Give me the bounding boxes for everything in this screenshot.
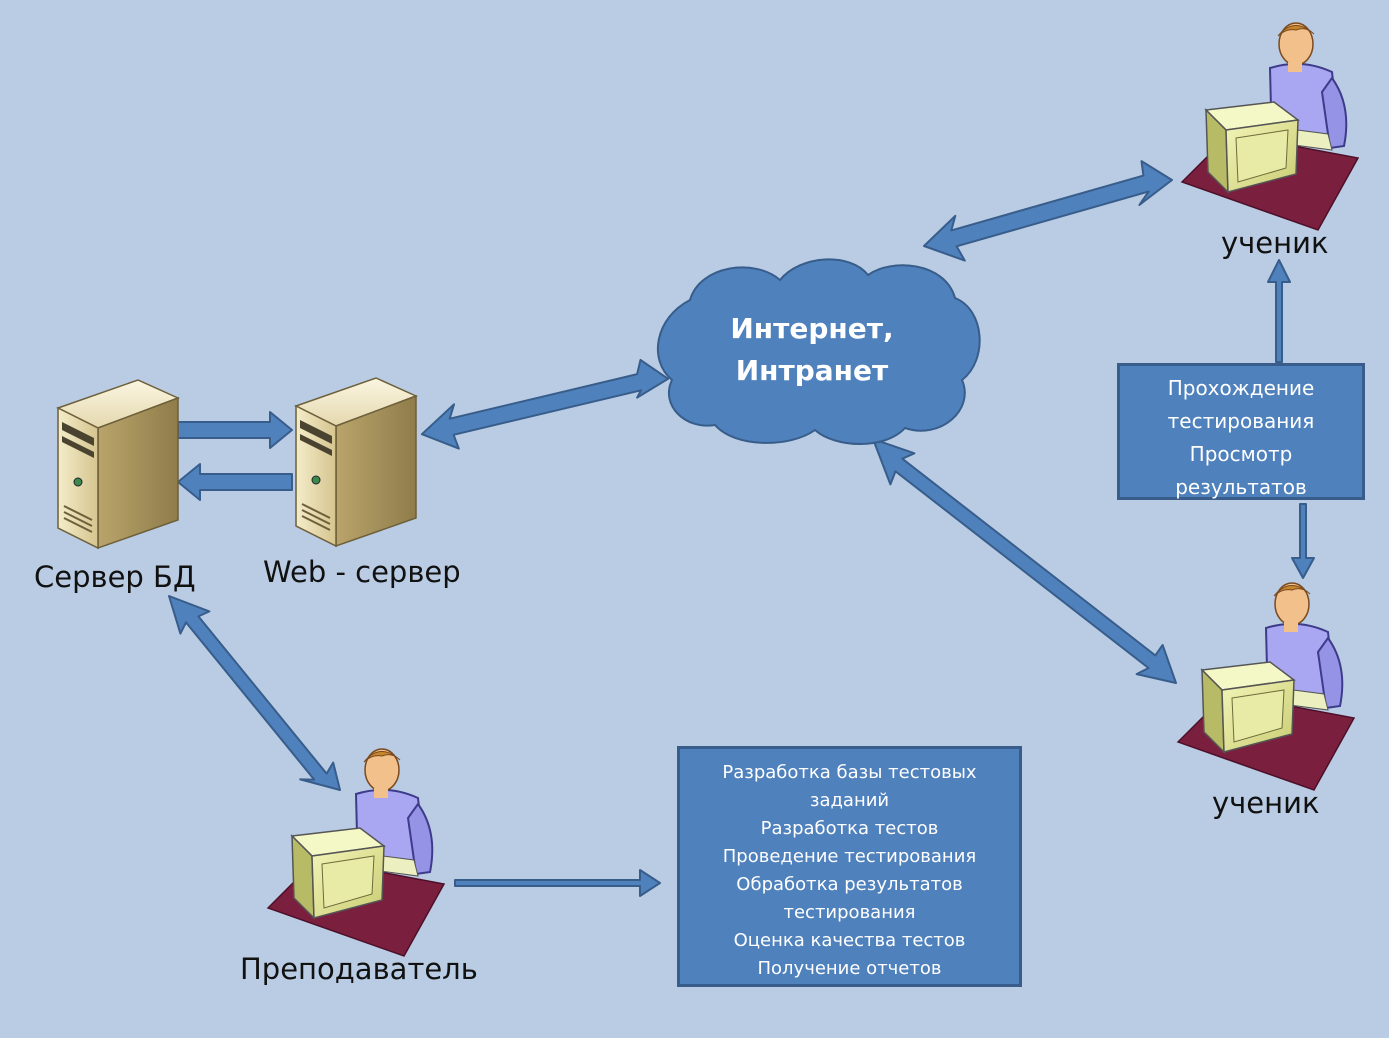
arrow-db-teacher <box>168 595 341 791</box>
teacher-action-line: тестирования <box>783 902 916 923</box>
student-top-label: ученик <box>1221 226 1329 260</box>
arrow-box-to-student-bottom <box>1291 503 1315 579</box>
teacher-action-line: Проведение тестирования <box>722 846 977 867</box>
teacher-action-line: Оценка качества тестов <box>733 930 966 951</box>
arrow-db-to-web <box>177 411 293 449</box>
student-action-line: результатов <box>1175 475 1307 499</box>
teacher-action-line: заданий <box>809 790 890 811</box>
teacher-actions-box: Разработка базы тестовых заданий Разрабо… <box>677 746 1022 987</box>
teacher-action-line: Разработка тестов <box>760 818 939 839</box>
network-label-line: Интернет, <box>730 312 894 345</box>
cloud-icon <box>656 258 981 445</box>
db-server-icon <box>57 379 179 549</box>
arrow-cloud-student-bottom <box>872 438 1177 684</box>
student-action-line: Прохождение <box>1167 376 1315 400</box>
web-server-icon <box>295 377 417 547</box>
web-server-label: Web - сервер <box>263 555 461 589</box>
network-label: Интернет, Интранет <box>692 308 932 392</box>
student-bottom-label: ученик <box>1212 786 1320 820</box>
arrow-box-to-student-top <box>1267 259 1291 363</box>
student-actions-box: Прохождение тестирования Просмотр резуль… <box>1117 363 1365 500</box>
arrow-cloud-student-top <box>923 160 1173 262</box>
arrow-web-cloud <box>420 358 670 450</box>
student-bottom-icon <box>1177 582 1355 791</box>
db-server-label: Сервер БД <box>34 560 196 594</box>
student-top-icon <box>1181 22 1359 231</box>
teacher-icon <box>267 748 445 957</box>
teacher-action-line: Разработка базы тестовых <box>722 762 977 783</box>
student-action-line: тестирования <box>1167 409 1315 433</box>
teacher-label: Преподаватель <box>240 952 478 986</box>
teacher-action-line: Получение отчетов <box>757 958 942 979</box>
student-action-line: Просмотр <box>1189 442 1293 466</box>
network-label-line: Интранет <box>735 354 889 387</box>
arrow-web-to-db <box>177 463 293 501</box>
teacher-action-line: Обработка результатов <box>736 874 963 895</box>
arrow-teacher-to-box <box>454 869 661 897</box>
